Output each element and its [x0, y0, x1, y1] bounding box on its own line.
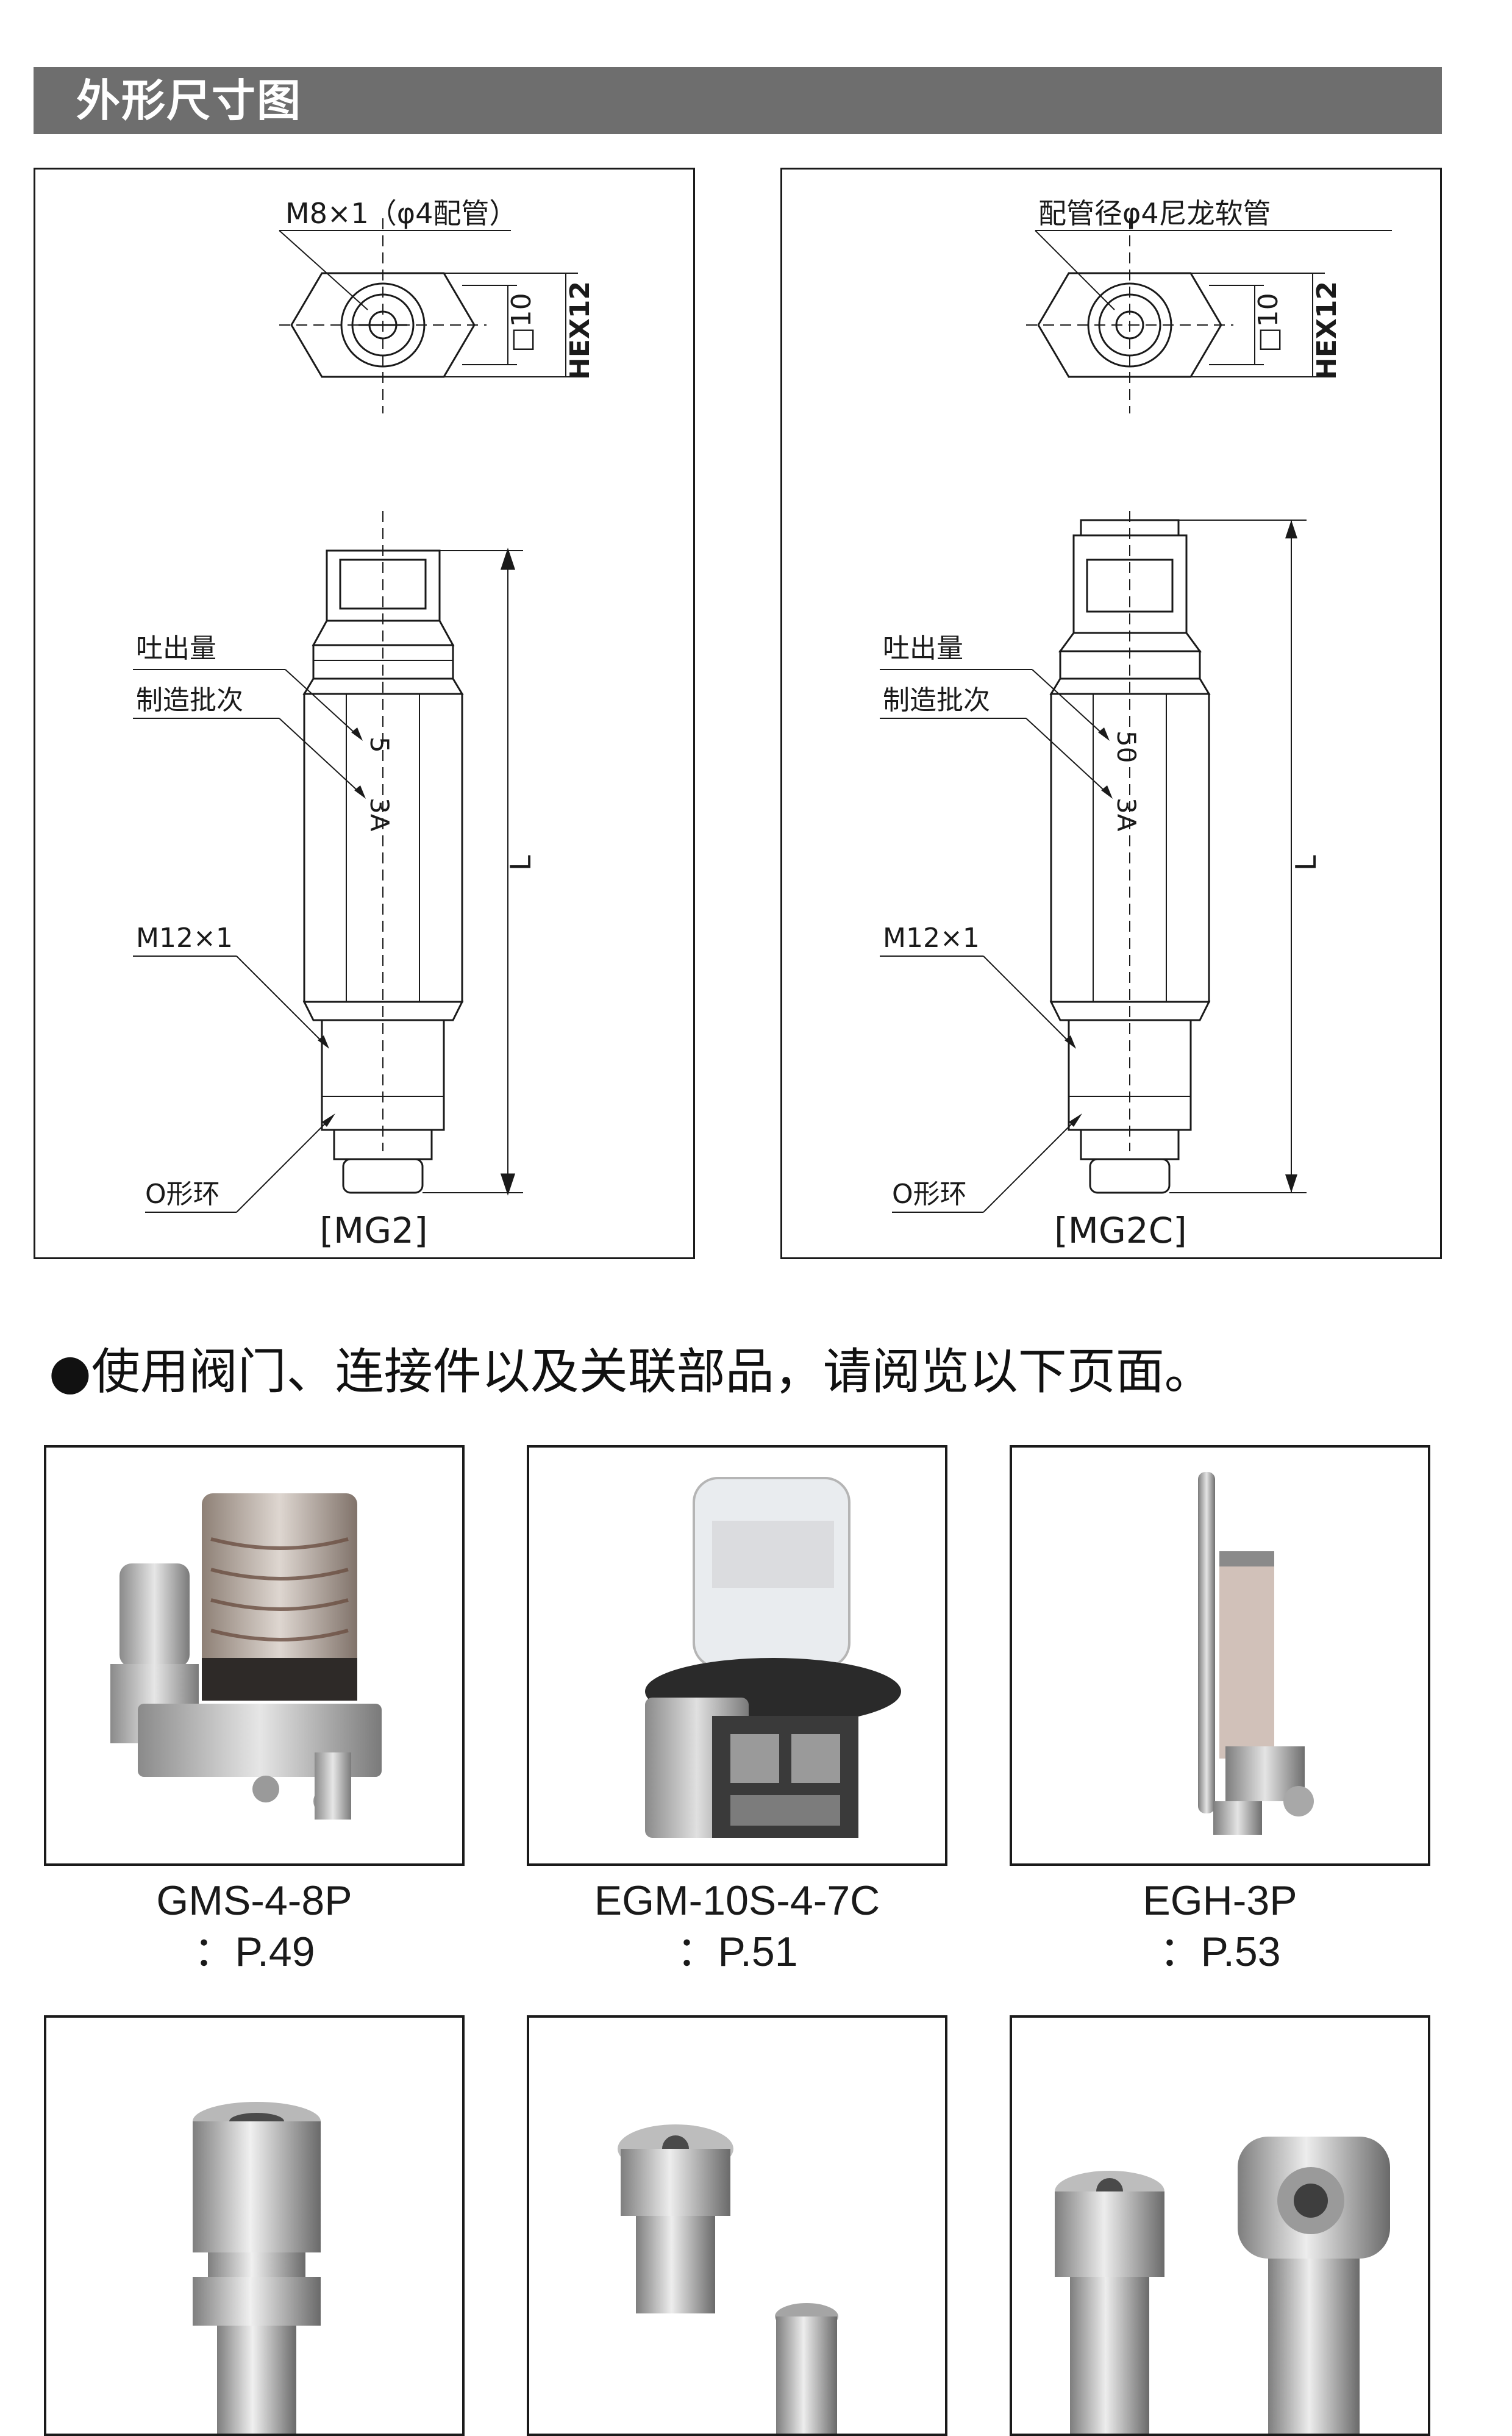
hand-pump-photo-icon [1198, 1472, 1314, 1835]
batch-label: 制造批次 [136, 685, 243, 716]
product-caption-egh: EGH-3P ：P.53 [1010, 1875, 1430, 1977]
dimension-drawing-mg2c: 配管径φ4尼龙软管 □10 HEX12 吐出量 制造批次 50 3A L M12… [880, 197, 1392, 1251]
product-card-fitting-1[interactable] [44, 2015, 465, 2436]
section-header: 外形尺寸图 [34, 67, 1442, 134]
diagram-caption: [MG2C] [1054, 1210, 1187, 1251]
diagram-caption: [MG2] [319, 1210, 427, 1251]
elbow-fitting-photo-icon [1055, 2137, 1390, 2434]
lubricator-pump-photo-icon [110, 1493, 382, 1820]
body-mark-discharge: 5 [365, 737, 394, 753]
product-card-gms[interactable] [44, 1445, 465, 1866]
reference-note: ●使用阀门、连接件以及关联部品，请阅览以下页面。 [49, 1338, 1451, 1406]
product-page-link[interactable]: ：P.49 [193, 1929, 315, 1975]
compression-fitting-photo-icon [193, 2102, 321, 2434]
top-callout-label: 配管径φ4尼龙软管 [1038, 197, 1271, 230]
thread-label: M12×1 [136, 923, 233, 954]
reference-note-text: 使用阀门、连接件以及关联部品，请阅览以下页面。 [91, 1343, 1213, 1400]
square-dimension-label: □10 [1253, 293, 1284, 352]
product-caption-gms: GMS-4-8P ：P.49 [44, 1875, 465, 1977]
body-mark-discharge: 50 [1111, 730, 1141, 763]
body-mark-batch: 3A [365, 798, 394, 832]
product-card-fitting-3[interactable] [1010, 2015, 1430, 2436]
discharge-label: 吐出量 [883, 633, 963, 664]
product-card-egh[interactable] [1010, 1445, 1430, 1866]
diagram-panel-mg2c: 配管径φ4尼龙软管 □10 HEX12 吐出量 制造批次 50 3A L M12… [780, 168, 1442, 1259]
oring-label: O形环 [892, 1179, 967, 1210]
thread-label: M12×1 [883, 923, 980, 954]
product-page-link[interactable]: ：P.53 [1159, 1929, 1281, 1975]
bullet-icon: ● [49, 1343, 91, 1400]
hex-dimension-label: HEX12 [565, 281, 596, 380]
section-title: 外形尺寸图 [76, 75, 302, 126]
electric-pump-photo-icon [645, 1477, 901, 1838]
product-card-fitting-2[interactable] [527, 2015, 947, 2436]
diagram-panel-mg2: M8×1（φ4配管） □10 HEX12 吐出量 制造批次 5 3A L M12… [34, 168, 695, 1259]
product-model: GMS-4-8P [156, 1877, 352, 1924]
discharge-label: 吐出量 [136, 633, 216, 664]
length-dimension-label: L [1289, 855, 1322, 871]
batch-label: 制造批次 [883, 685, 990, 716]
hex-dimension-label: HEX12 [1311, 281, 1343, 380]
adapter-sleeve-photo-icon [618, 2124, 838, 2434]
product-model: EGH-3P [1143, 1877, 1297, 1924]
top-callout-label: M8×1（φ4配管） [285, 197, 517, 230]
oring-label: O形环 [145, 1179, 220, 1210]
length-dimension-label: L [504, 855, 537, 871]
dimension-drawing-mg2: M8×1（φ4配管） □10 HEX12 吐出量 制造批次 5 3A L M12… [133, 197, 596, 1251]
product-card-egm[interactable] [527, 1445, 947, 1866]
product-caption-egm: EGM-10S-4-7C ：P.51 [527, 1875, 947, 1977]
product-model: EGM-10S-4-7C [594, 1877, 880, 1924]
square-dimension-label: □10 [506, 293, 537, 352]
product-page-link[interactable]: ：P.51 [676, 1929, 798, 1975]
body-mark-batch: 3A [1111, 798, 1141, 832]
